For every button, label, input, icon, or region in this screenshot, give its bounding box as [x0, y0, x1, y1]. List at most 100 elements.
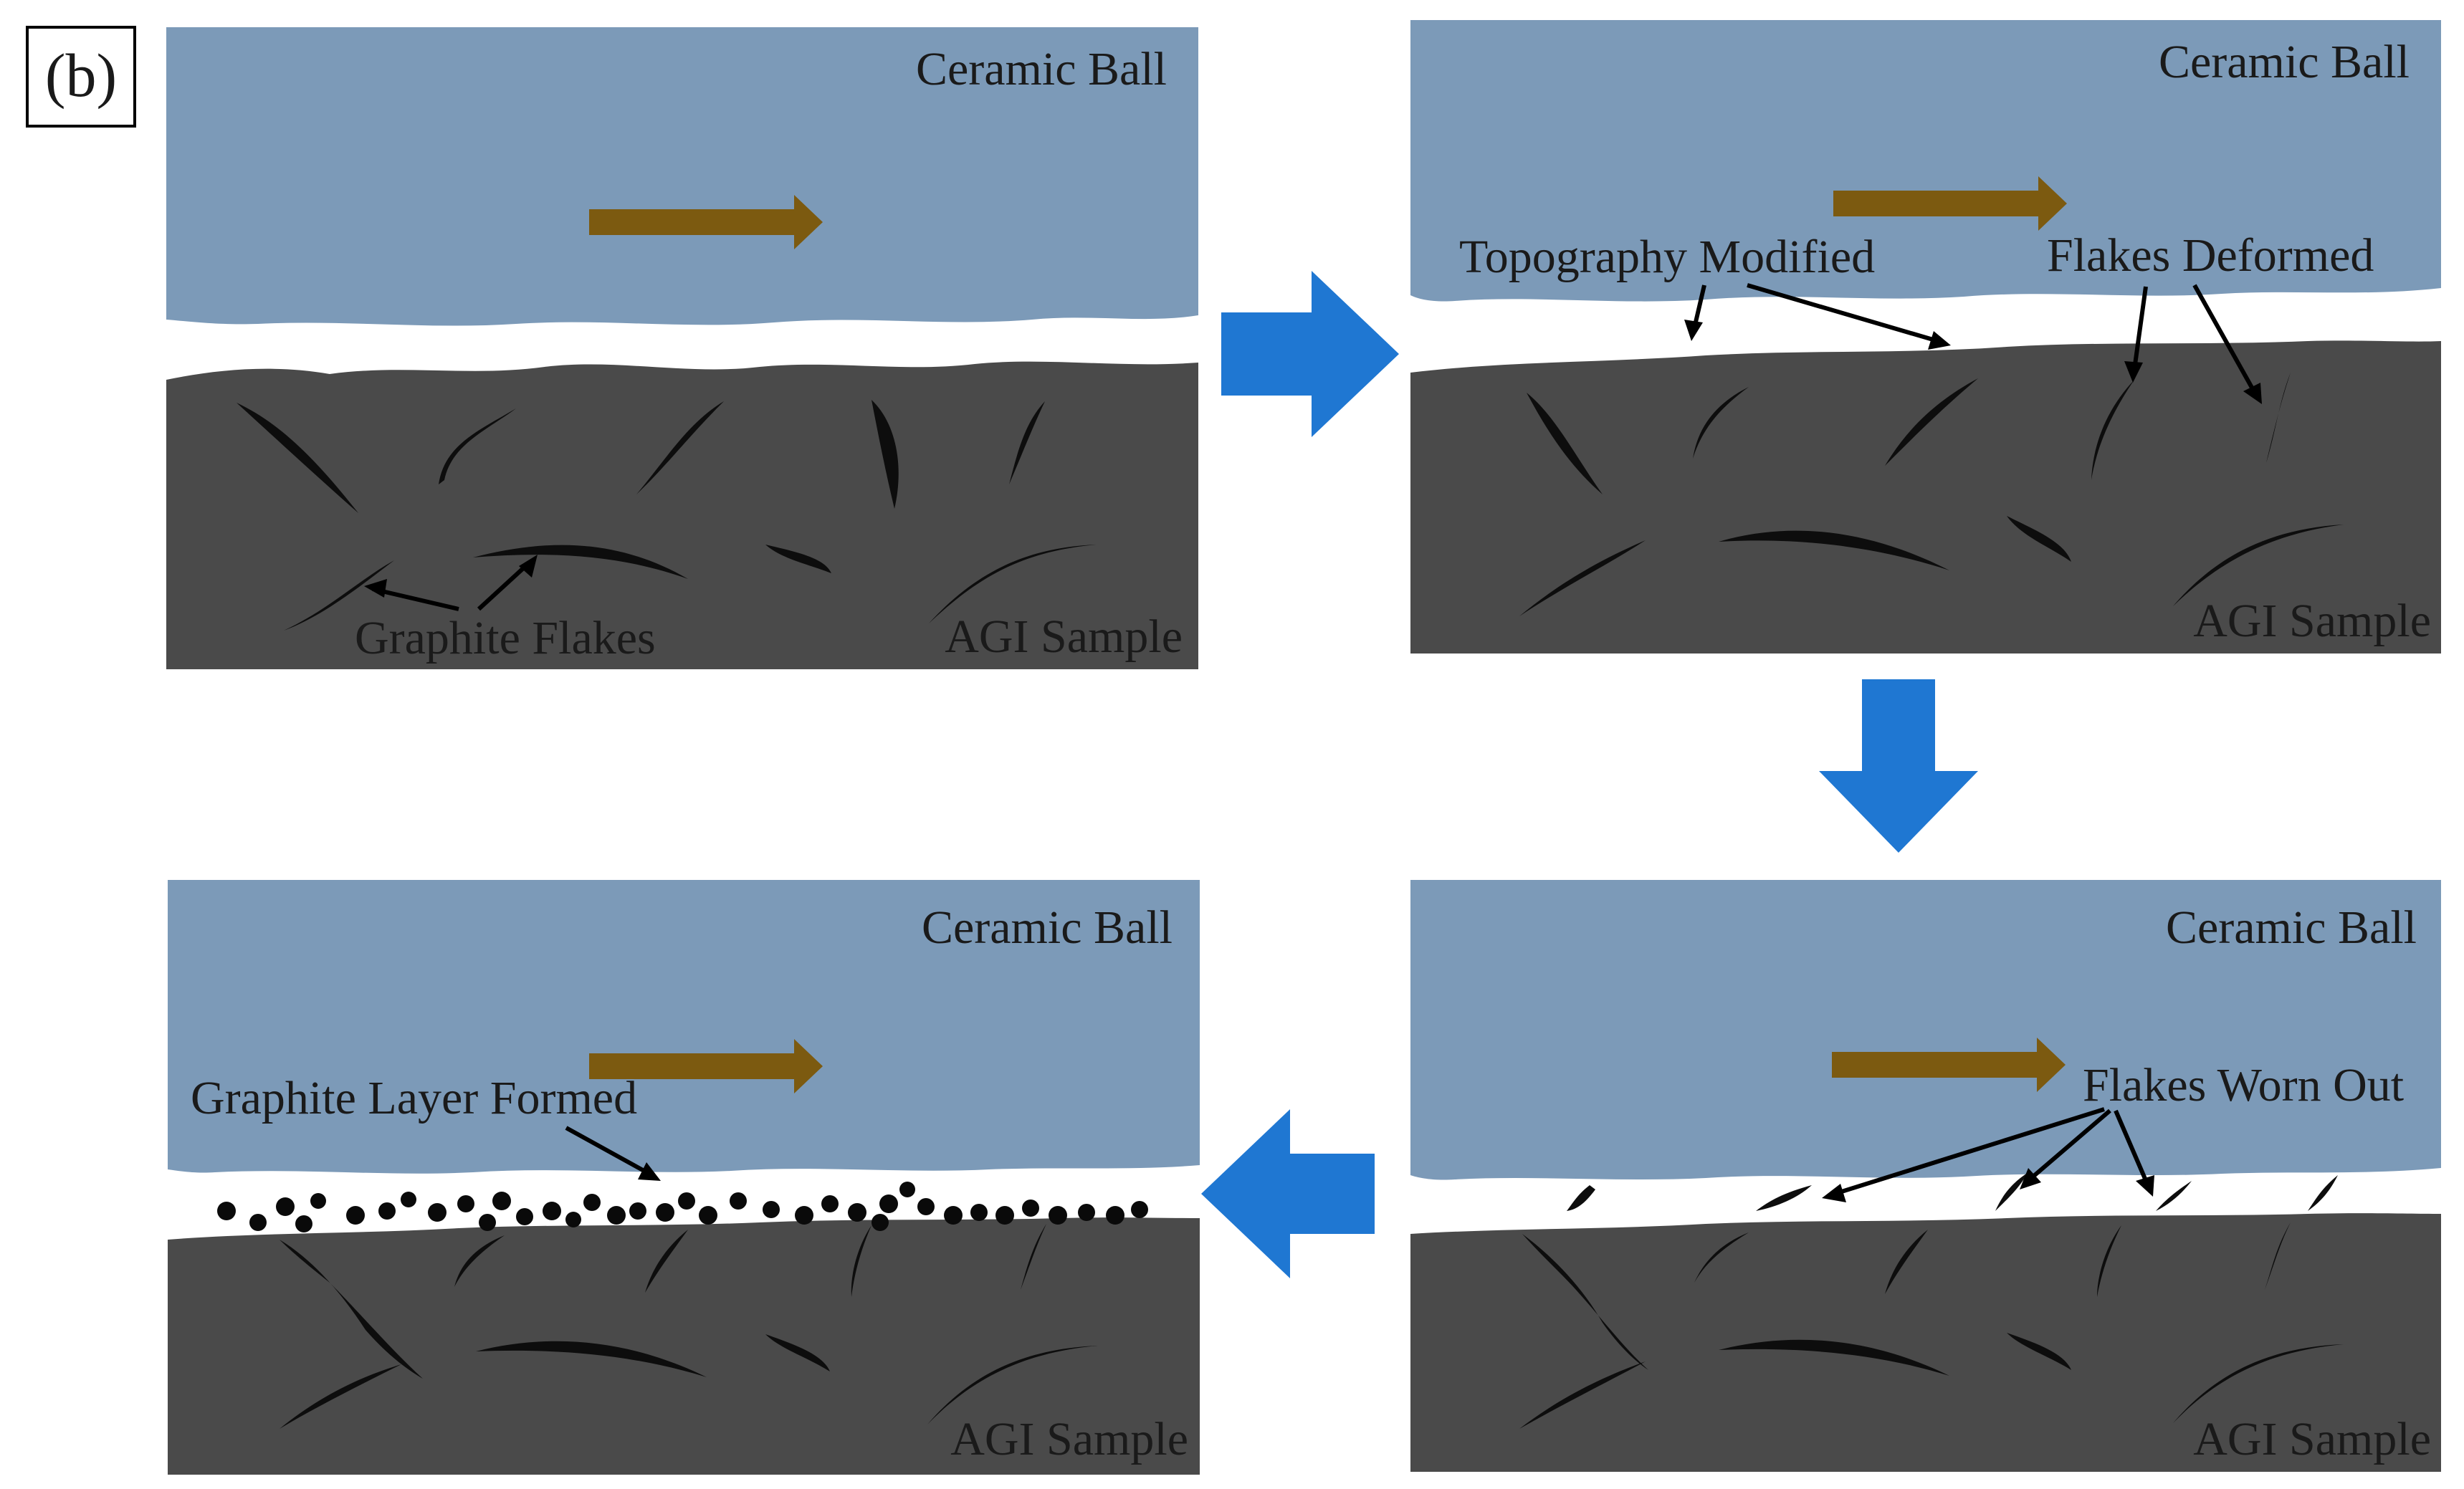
- arrowhead: [2124, 361, 2143, 383]
- panel-layer-formed: Ceramic Ball AGI Sample: [168, 880, 1200, 1475]
- worn-flake: [2308, 1175, 2338, 1211]
- flakes-worn-out-label: Flakes Worn Out: [2083, 1059, 2404, 1111]
- worn-flake: [2156, 1181, 2192, 1211]
- panel-initial: Ceramic Ball AGI Sample Graphite Flakes: [166, 27, 1198, 669]
- graphite-layer: [217, 1182, 1148, 1232]
- graphite-particle: [872, 1214, 889, 1231]
- graphite-flake: [2007, 1333, 2071, 1370]
- graphite-particle: [295, 1215, 312, 1232]
- graphite-flake: [1519, 540, 1646, 616]
- arrowhead: [638, 1162, 661, 1181]
- sliding-direction-arrow: [1833, 176, 2067, 231]
- topography-modified-annotation: Topography Modified: [1459, 231, 1951, 350]
- graphite-particle: [821, 1195, 839, 1212]
- worn-flake: [1567, 1185, 1595, 1211]
- annotation-arrow: [2192, 284, 2257, 394]
- graphite-particle: [1131, 1201, 1148, 1218]
- graphite-particle: [678, 1192, 695, 1210]
- annotation-arrow: [2132, 286, 2148, 370]
- graphite-particle: [607, 1206, 626, 1225]
- graphite-flake: [284, 560, 394, 631]
- agi-sample: [166, 361, 1198, 669]
- graphite-particle: [1078, 1204, 1095, 1221]
- worn-flake-debris: [1567, 1172, 2338, 1211]
- annotation-arrow: [1834, 1107, 2105, 1196]
- graphite-particle: [763, 1201, 780, 1218]
- graphite-particle: [629, 1202, 646, 1220]
- annotation-arrow: [1747, 283, 1939, 343]
- sliding-direction-arrow: [589, 195, 823, 249]
- ceramic-ball-label: Ceramic Ball: [922, 901, 1173, 954]
- agi-sample-label: AGI Sample: [945, 611, 1183, 663]
- ceramic-ball-label: Ceramic Ball: [2166, 901, 2417, 954]
- ceramic-ball: [166, 27, 1198, 326]
- agi-sample-label: AGI Sample: [2193, 595, 2431, 647]
- graphite-particle: [276, 1197, 295, 1216]
- graphite-particle: [1106, 1206, 1124, 1225]
- ceramic-ball-label: Ceramic Ball: [2159, 36, 2410, 88]
- panel-deformed: Ceramic Ball AGI Sample Topography Modif…: [1410, 20, 2441, 653]
- flakes-worn-out-annotation: Flakes Worn Out: [1822, 1059, 2404, 1202]
- arrowhead: [1822, 1184, 1846, 1202]
- ceramic-ball: [168, 880, 1200, 1174]
- graphite-flake: [2007, 516, 2071, 562]
- annotation-arrow: [477, 560, 533, 611]
- annotation-arrow: [372, 587, 459, 611]
- annotation-arrow: [1692, 284, 1706, 329]
- graphite-flake: [1719, 1339, 1949, 1376]
- arrowhead: [2136, 1175, 2154, 1197]
- graphite-particle: [516, 1208, 533, 1225]
- graphite-layer-formed-label: Graphite Layer Formed: [191, 1072, 637, 1124]
- graphite-particle: [378, 1202, 396, 1220]
- graphite-particle: [583, 1194, 601, 1211]
- graphite-flake: [476, 1341, 707, 1377]
- worn-flake: [1756, 1185, 1812, 1211]
- graphite-particle: [1022, 1200, 1039, 1217]
- graphite-particle: [428, 1203, 447, 1222]
- graphite-particle: [970, 1204, 988, 1221]
- graphite-flake: [1522, 1234, 1648, 1370]
- graphite-particle: [479, 1214, 496, 1231]
- graphite-flake: [1719, 530, 1949, 570]
- graphite-flake: [872, 400, 899, 509]
- graphite-particle: [249, 1214, 267, 1231]
- process-arrow-down: [1819, 679, 1978, 853]
- worn-flake: [1995, 1172, 2028, 1211]
- graphite-layer-formed-annotation: Graphite Layer Formed: [191, 1072, 661, 1181]
- ceramic-ball-label: Ceramic Ball: [916, 43, 1167, 95]
- graphite-particle: [879, 1194, 898, 1213]
- graphite-particle: [565, 1212, 581, 1227]
- sliding-direction-arrow: [589, 1039, 823, 1093]
- panel-worn-out: Ceramic Ball AGI Sample Flakes Worn Out: [1410, 880, 2441, 1472]
- graphite-flakes: [1519, 1222, 2344, 1429]
- graphite-particle: [944, 1206, 963, 1225]
- process-arrow-left: [1201, 1109, 1375, 1278]
- graphite-particle: [917, 1198, 935, 1215]
- graphite-flakes-label: Graphite Flakes: [355, 612, 656, 664]
- graphite-particle: [848, 1203, 866, 1222]
- graphite-flake: [765, 545, 831, 573]
- graphite-particle: [899, 1182, 915, 1197]
- graphite-flake: [636, 401, 724, 494]
- ceramic-ball: [1410, 20, 2441, 302]
- sliding-direction-arrow: [1832, 1038, 2066, 1092]
- graphite-particle: [217, 1202, 236, 1220]
- panel-letter: (b): [45, 41, 117, 110]
- graphite-flakes: [237, 400, 1097, 631]
- graphite-flake: [473, 545, 688, 579]
- ceramic-ball: [1410, 880, 2441, 1180]
- process-arrow-right: [1221, 271, 1399, 437]
- graphite-particle: [656, 1203, 674, 1222]
- graphite-flake: [765, 1334, 830, 1371]
- graphite-particle: [310, 1193, 326, 1209]
- graphite-particle: [995, 1206, 1014, 1225]
- arrowhead: [1684, 320, 1703, 341]
- graphite-particle: [1049, 1206, 1067, 1225]
- arrowhead: [519, 555, 538, 578]
- agi-sample-label: AGI Sample: [2193, 1413, 2431, 1465]
- annotation-arrow: [2114, 1109, 2149, 1185]
- graphite-particle: [457, 1195, 474, 1212]
- topography-modified-label: Topography Modified: [1459, 231, 1875, 283]
- arrowhead: [2020, 1168, 2041, 1189]
